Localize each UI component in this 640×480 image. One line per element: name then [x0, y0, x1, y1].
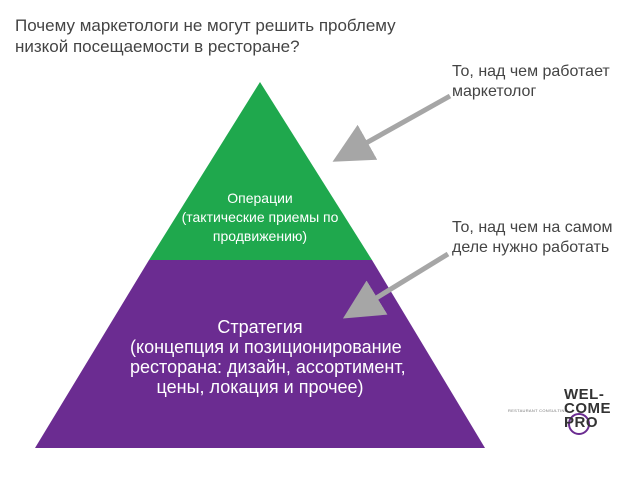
- welcome-pro-logo: RESTAURANT CONSULTING WEL- COME PRO: [508, 386, 628, 438]
- logo-line: PRO: [564, 414, 599, 431]
- bottom-tier-line: Стратегия: [217, 317, 303, 337]
- top-tier-line: продвижению): [212, 228, 308, 244]
- arrow-to-top-tier: [332, 93, 452, 162]
- annotation-marketer-work: То, над чем работает маркетолог: [452, 62, 632, 102]
- top-tier-line: Операции: [227, 190, 293, 206]
- arrow-to-bottom-tier: [342, 251, 450, 319]
- annotation-line: маркетолог: [452, 83, 537, 100]
- logo-ring-icon: [568, 413, 590, 435]
- logo-line: WEL-: [564, 386, 605, 403]
- title-line-1: Почему маркетологи не могут решить пробл…: [15, 16, 396, 35]
- slide-title: Почему маркетологи не могут решить пробл…: [15, 15, 435, 57]
- logo-tagline: RESTAURANT CONSULTING: [508, 408, 569, 413]
- top-tier-line: (тактические приемы по: [181, 209, 339, 225]
- logo-line: COME: [564, 400, 611, 417]
- bottom-tier-label: Стратегия (концепция и позиционирование …: [130, 317, 406, 397]
- title-line-2: низкой посещаемости в ресторане?: [15, 37, 300, 56]
- annotation-line: То, над чем на самом: [452, 219, 613, 236]
- bottom-tier-line: цены, локация и прочее): [156, 377, 364, 397]
- bottom-tier-line: ресторана: дизайн, ассортимент,: [130, 357, 406, 377]
- pyramid-top-tier: [149, 82, 372, 260]
- annotation-line: деле нужно работать: [452, 239, 610, 256]
- logo-wordmark: WEL- COME PRO: [564, 386, 611, 431]
- top-tier-label: Операции (тактические приемы по продвиже…: [160, 189, 360, 246]
- annotation-real-work: То, над чем на самом деле нужно работать: [452, 218, 632, 258]
- annotation-line: То, над чем работает: [452, 63, 610, 80]
- bottom-tier-line: (концепция и позиционирование: [130, 337, 402, 357]
